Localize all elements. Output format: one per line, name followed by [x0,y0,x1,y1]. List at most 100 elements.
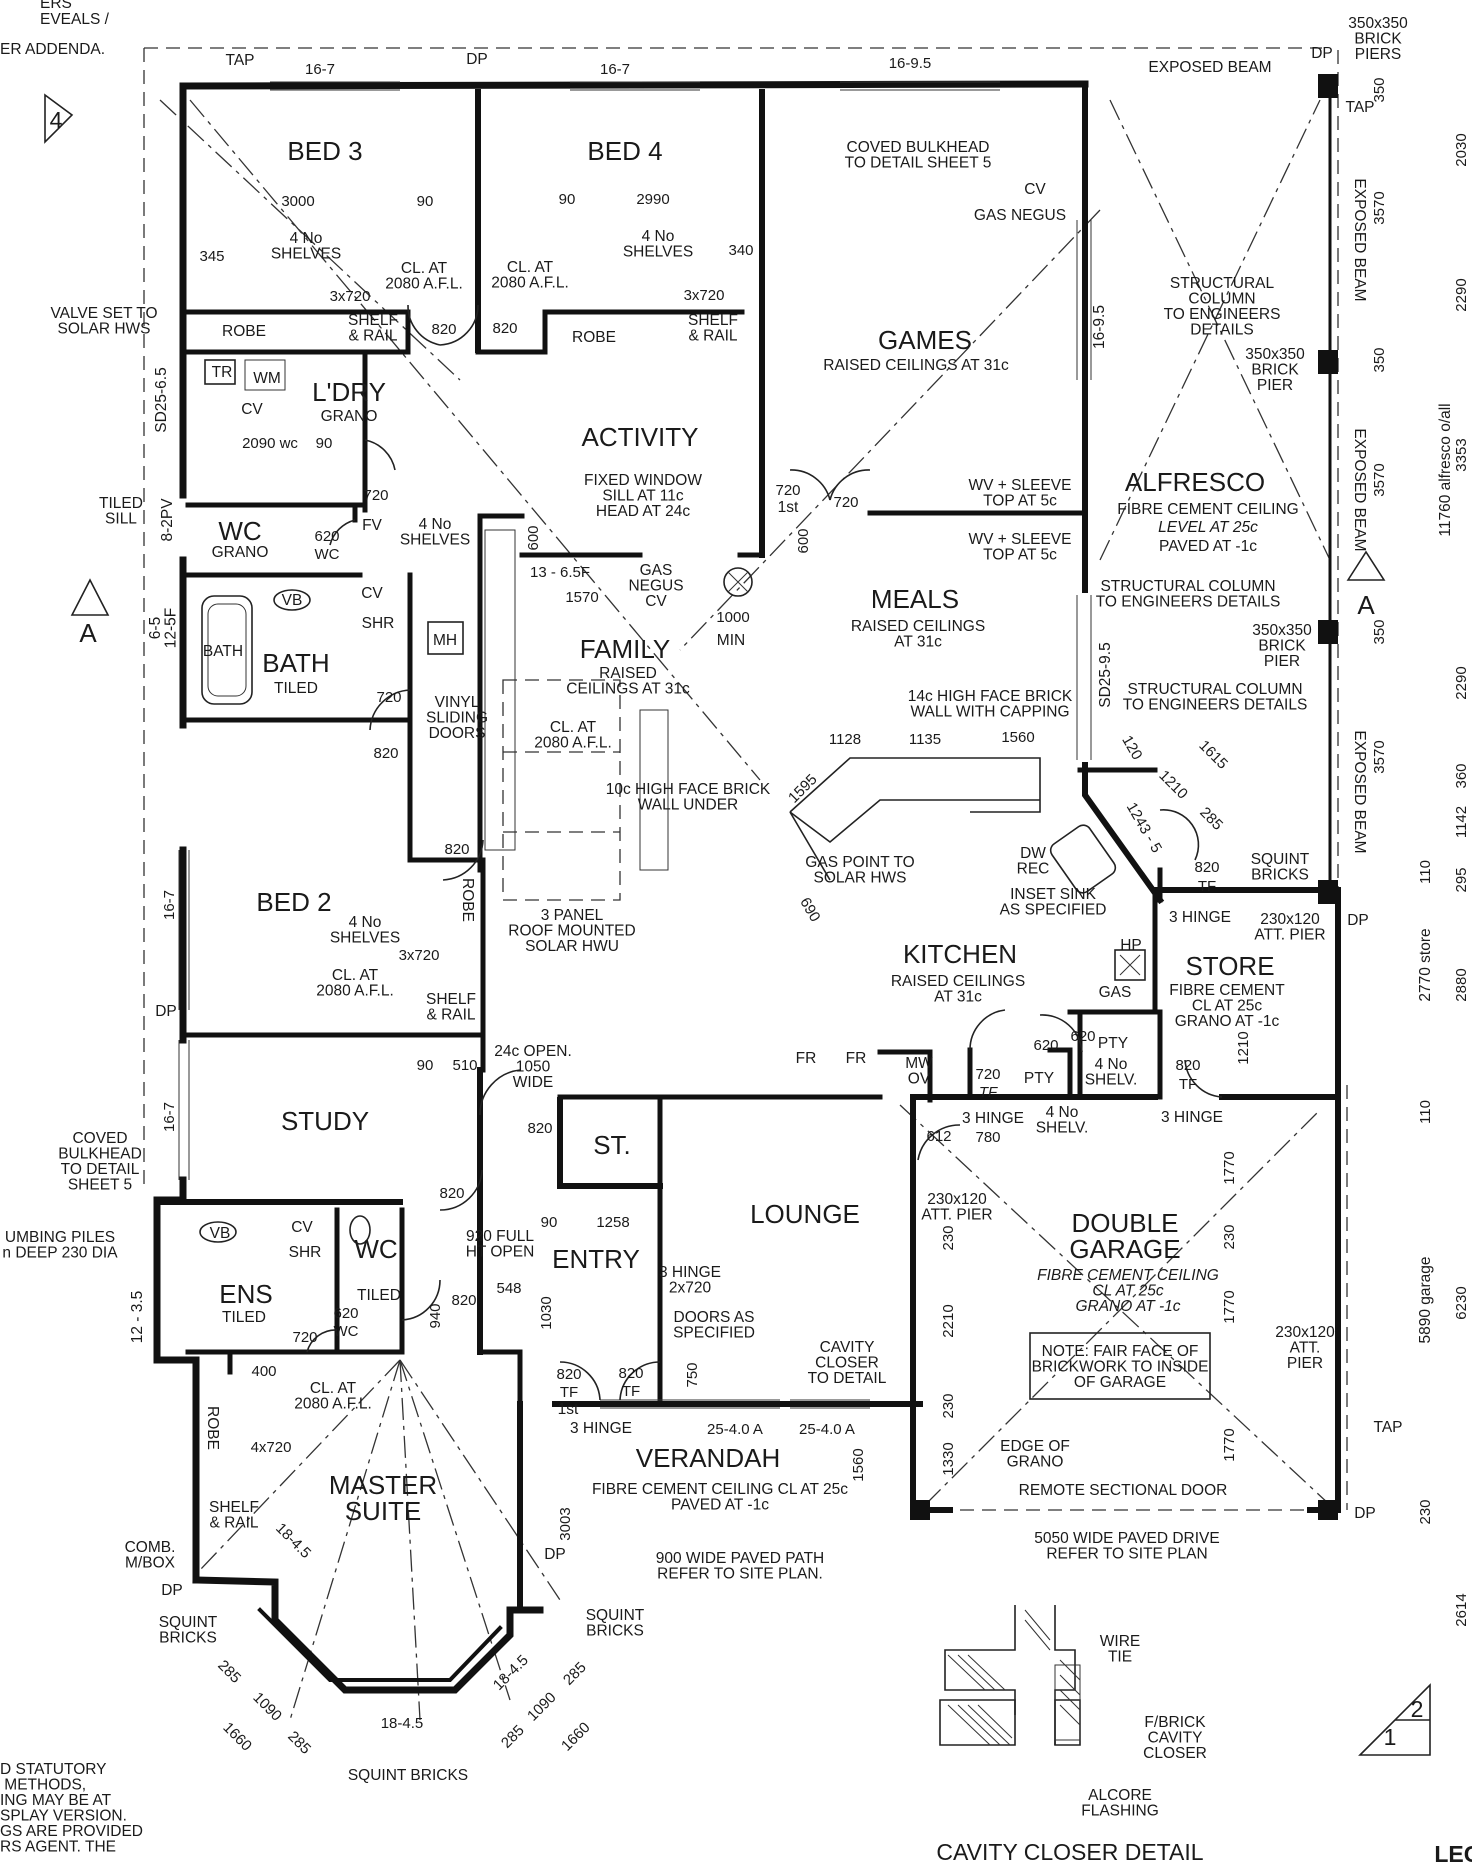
dimension: 285 [498,1722,528,1752]
dimension: 90 [417,1057,434,1074]
room-store: STORE [1185,951,1274,981]
room-family: FAMILY [580,634,671,664]
dimension: 1210 [1235,1031,1252,1064]
windows [178,81,1092,1409]
room-bed2: BED 2 [256,887,331,917]
dimension: 1000 [716,609,749,626]
note-exposed-beam: EXPOSED BEAM [1351,178,1368,301]
note-remote-door: REMOTE SECTIONAL DOOR [1019,1482,1228,1499]
note-dp: DP [1347,912,1369,929]
note-shelf-rail: SHELF& RAIL [688,312,738,345]
note-squint-bricks: SQUINT BRICKS [348,1767,468,1784]
dimension: TF [622,1383,640,1400]
dimension: 1660 [558,1719,594,1755]
note-tiled: TILED [357,1287,401,1304]
dimension: 3000 [281,193,314,210]
dimension: 1615 [1195,737,1231,773]
note-top-left: ER ADDENDA. [0,41,105,58]
dimension: 820 [439,1185,464,1202]
note-tiled: TILED [274,680,318,697]
room-kitchen: KITCHEN [903,939,1017,969]
dimension: 350 [1371,347,1388,372]
dimension: 600 [525,525,542,550]
dimension: 2210 [940,1304,957,1337]
dimension: 285 [284,1728,314,1758]
dimension: 720 [363,487,388,504]
note-exposed-beam: EXPOSED BEAM [1351,730,1368,853]
dimension: 1560 [1001,729,1034,746]
note-tr: TR [212,364,233,381]
dimension: 400 [251,1363,276,1380]
room-activity: ACTIVITY [581,422,698,452]
dimension: 350 [1371,619,1388,644]
note-alfresco-ceiling: FIBRE CEMENT CEILING [1117,501,1298,518]
dimension: 1770 [1221,1290,1238,1323]
dimension: 2030 [1453,133,1470,166]
dimension: 18-4.5 [381,1715,424,1732]
note-grano: GRANO [212,544,269,561]
note-sd: 16-9.5 [1091,305,1108,349]
note-games-ceiling: RAISED CEILINGS AT 31c [823,357,1009,374]
note-wm: WM [253,370,281,387]
dimension: 820 [527,1120,552,1137]
dimension: 285 [214,1657,244,1687]
dimension: 620 [314,528,339,545]
dimension: 230 [940,1393,957,1418]
dimension: WC [334,1323,359,1340]
dimension: 2614 [1453,1593,1470,1626]
dimension: 1090 [524,1689,560,1725]
note-bath: BATH [203,643,243,660]
dimension: 1660 [219,1719,255,1755]
dimension: 2290 [1453,278,1470,311]
dimension: 1560 [850,1448,867,1481]
dimension: 6230 [1453,1286,1470,1319]
dimension: 1330 [940,1442,957,1475]
note-fr: FR [796,1050,817,1067]
dimension: 600 [795,528,812,553]
fixtures [44,93,1431,1756]
dimension: 90 [316,435,333,452]
sheet-marker: 4 [50,107,63,133]
dimension: 16-7 [600,61,630,78]
room-wc-ensuite: WC [354,1234,397,1264]
note-dp: DP [1354,1505,1376,1522]
dimension: 720 [775,482,800,499]
dimension: 720 [833,494,858,511]
note-store-dims: 2770 store [1417,928,1434,1001]
cavity-closer-detail-title: CAVITY CLOSER DETAIL [936,1839,1203,1865]
note-robe: ROBE [572,329,616,346]
dimension: 90 [559,191,576,208]
dimension: 3x720 [330,288,371,305]
note-dp: DP [161,1582,183,1599]
dimension: 230 [940,1225,957,1250]
doors [306,304,1223,1401]
dimension: 820 [444,841,469,858]
note-fr: FR [846,1050,867,1067]
note-garage-dims: 5890 garage [1417,1256,1434,1343]
